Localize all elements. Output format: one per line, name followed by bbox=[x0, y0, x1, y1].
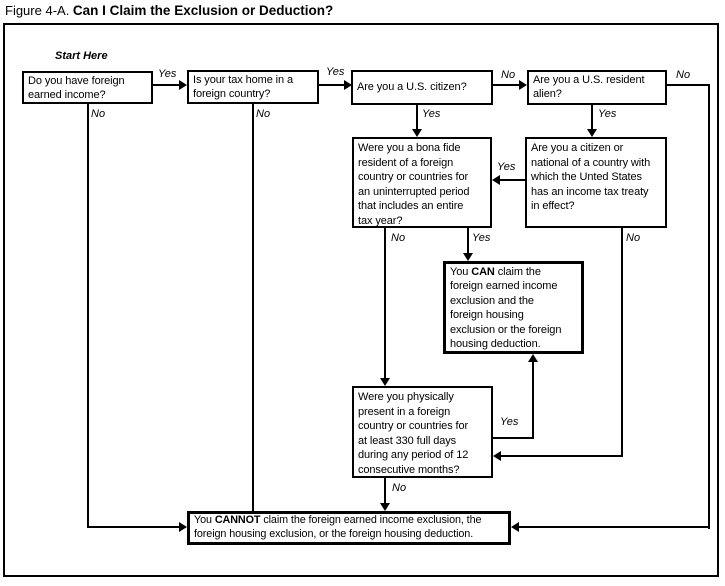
can-claim-keyword: CAN bbox=[471, 266, 495, 278]
connector-taxhome-yes bbox=[319, 84, 344, 86]
can-claim-text-rest: claim the foreign earned income exclusio… bbox=[450, 266, 562, 351]
connector-citizen-no bbox=[493, 84, 519, 86]
cannot-claim-keyword: CANNOT bbox=[214, 514, 261, 526]
decision-tax-treaty: Are you a citizen or national of a count… bbox=[525, 137, 667, 228]
edge-label-treaty-yes: Yes bbox=[497, 161, 516, 173]
connector-treaty-yes-h bbox=[500, 179, 527, 181]
edge-label-physical-no: No bbox=[392, 482, 407, 494]
decision-physical-presence: Were you physically present in a foreign… bbox=[352, 386, 493, 478]
figure-border bbox=[3, 23, 719, 577]
outcome-cannot-claim: You CANNOT claim the foreign earned inco… bbox=[187, 511, 511, 545]
start-here-label: Start Here bbox=[55, 50, 108, 62]
connector-alien-yes-v bbox=[591, 105, 593, 131]
connector-bonafide-no-v bbox=[384, 228, 386, 379]
arrow-down-icon bbox=[587, 129, 597, 137]
edge-label-physical-yes: Yes bbox=[500, 416, 519, 428]
connector-physical-no-v bbox=[384, 478, 386, 505]
edge-label-citizen-yes: Yes bbox=[422, 108, 441, 120]
arrow-down-icon bbox=[380, 503, 390, 511]
arrow-down-icon bbox=[380, 378, 390, 386]
figure-number: Figure 4-A. bbox=[5, 3, 73, 18]
connector-citizen-yes-v bbox=[416, 105, 418, 131]
connector-physical-yes-h bbox=[493, 437, 534, 439]
edge-label-bonafide-no: No bbox=[391, 232, 406, 244]
arrow-right-icon bbox=[179, 80, 187, 90]
decision-us-citizen: Are you a U.S. citizen? bbox=[351, 70, 493, 105]
connector-income-no-h bbox=[87, 526, 179, 528]
figure-title: Figure 4-A. Can I Claim the Exclusion or… bbox=[5, 3, 333, 18]
connector-income-no-v bbox=[87, 103, 89, 528]
arrow-up-icon bbox=[528, 354, 538, 362]
edge-label-bonafide-yes: Yes bbox=[472, 232, 491, 244]
edge-label-citizen-no: No bbox=[501, 69, 516, 81]
arrow-right-icon bbox=[179, 522, 187, 532]
cannot-claim-text: You bbox=[194, 514, 215, 526]
decision-resident-alien: Are you a U.S. resident alien? bbox=[527, 70, 667, 105]
arrow-down-icon bbox=[463, 253, 473, 261]
edge-label-taxhome-yes: Yes bbox=[326, 66, 345, 78]
connector-treaty-no-h bbox=[501, 455, 623, 457]
connector-income-yes bbox=[153, 84, 179, 86]
arrow-left-icon bbox=[493, 451, 501, 461]
connector-alien-no-v bbox=[708, 84, 710, 529]
decision-foreign-earned-income: Do you have foreign earned income? bbox=[22, 71, 153, 104]
edge-label-income-no: No bbox=[91, 108, 106, 120]
decision-bona-fide-resident: Were you a bona fide resident of a forei… bbox=[352, 137, 492, 228]
arrow-down-icon bbox=[412, 129, 422, 137]
connector-physical-yes-v bbox=[532, 361, 534, 439]
edge-label-alien-yes: Yes bbox=[598, 108, 617, 120]
cannot-claim-text-rest: claim the foreign earned income exclusio… bbox=[194, 514, 482, 540]
edge-label-income-yes: Yes bbox=[158, 68, 177, 80]
arrow-right-icon bbox=[344, 80, 352, 90]
edge-label-alien-no: No bbox=[676, 69, 691, 81]
connector-bonafide-yes-v bbox=[467, 228, 469, 255]
connector-taxhome-no-v bbox=[252, 103, 254, 511]
edge-label-taxhome-no: No bbox=[256, 108, 271, 120]
connector-treaty-no-v bbox=[621, 228, 623, 457]
arrow-left-icon bbox=[492, 175, 500, 185]
can-claim-text: You bbox=[450, 266, 472, 278]
connector-alien-no-h bbox=[667, 84, 710, 86]
figure-title-main: Can I Claim the Exclusion or Deduction? bbox=[72, 3, 334, 18]
edge-label-treaty-no: No bbox=[626, 232, 641, 244]
arrow-right-icon bbox=[519, 80, 527, 90]
arrow-left-icon bbox=[511, 522, 519, 532]
connector-alien-no-h2 bbox=[519, 526, 710, 528]
outcome-can-claim: You CAN claim the foreign earned income … bbox=[443, 261, 584, 354]
decision-tax-home: Is your tax home in a foreign country? bbox=[187, 70, 319, 104]
